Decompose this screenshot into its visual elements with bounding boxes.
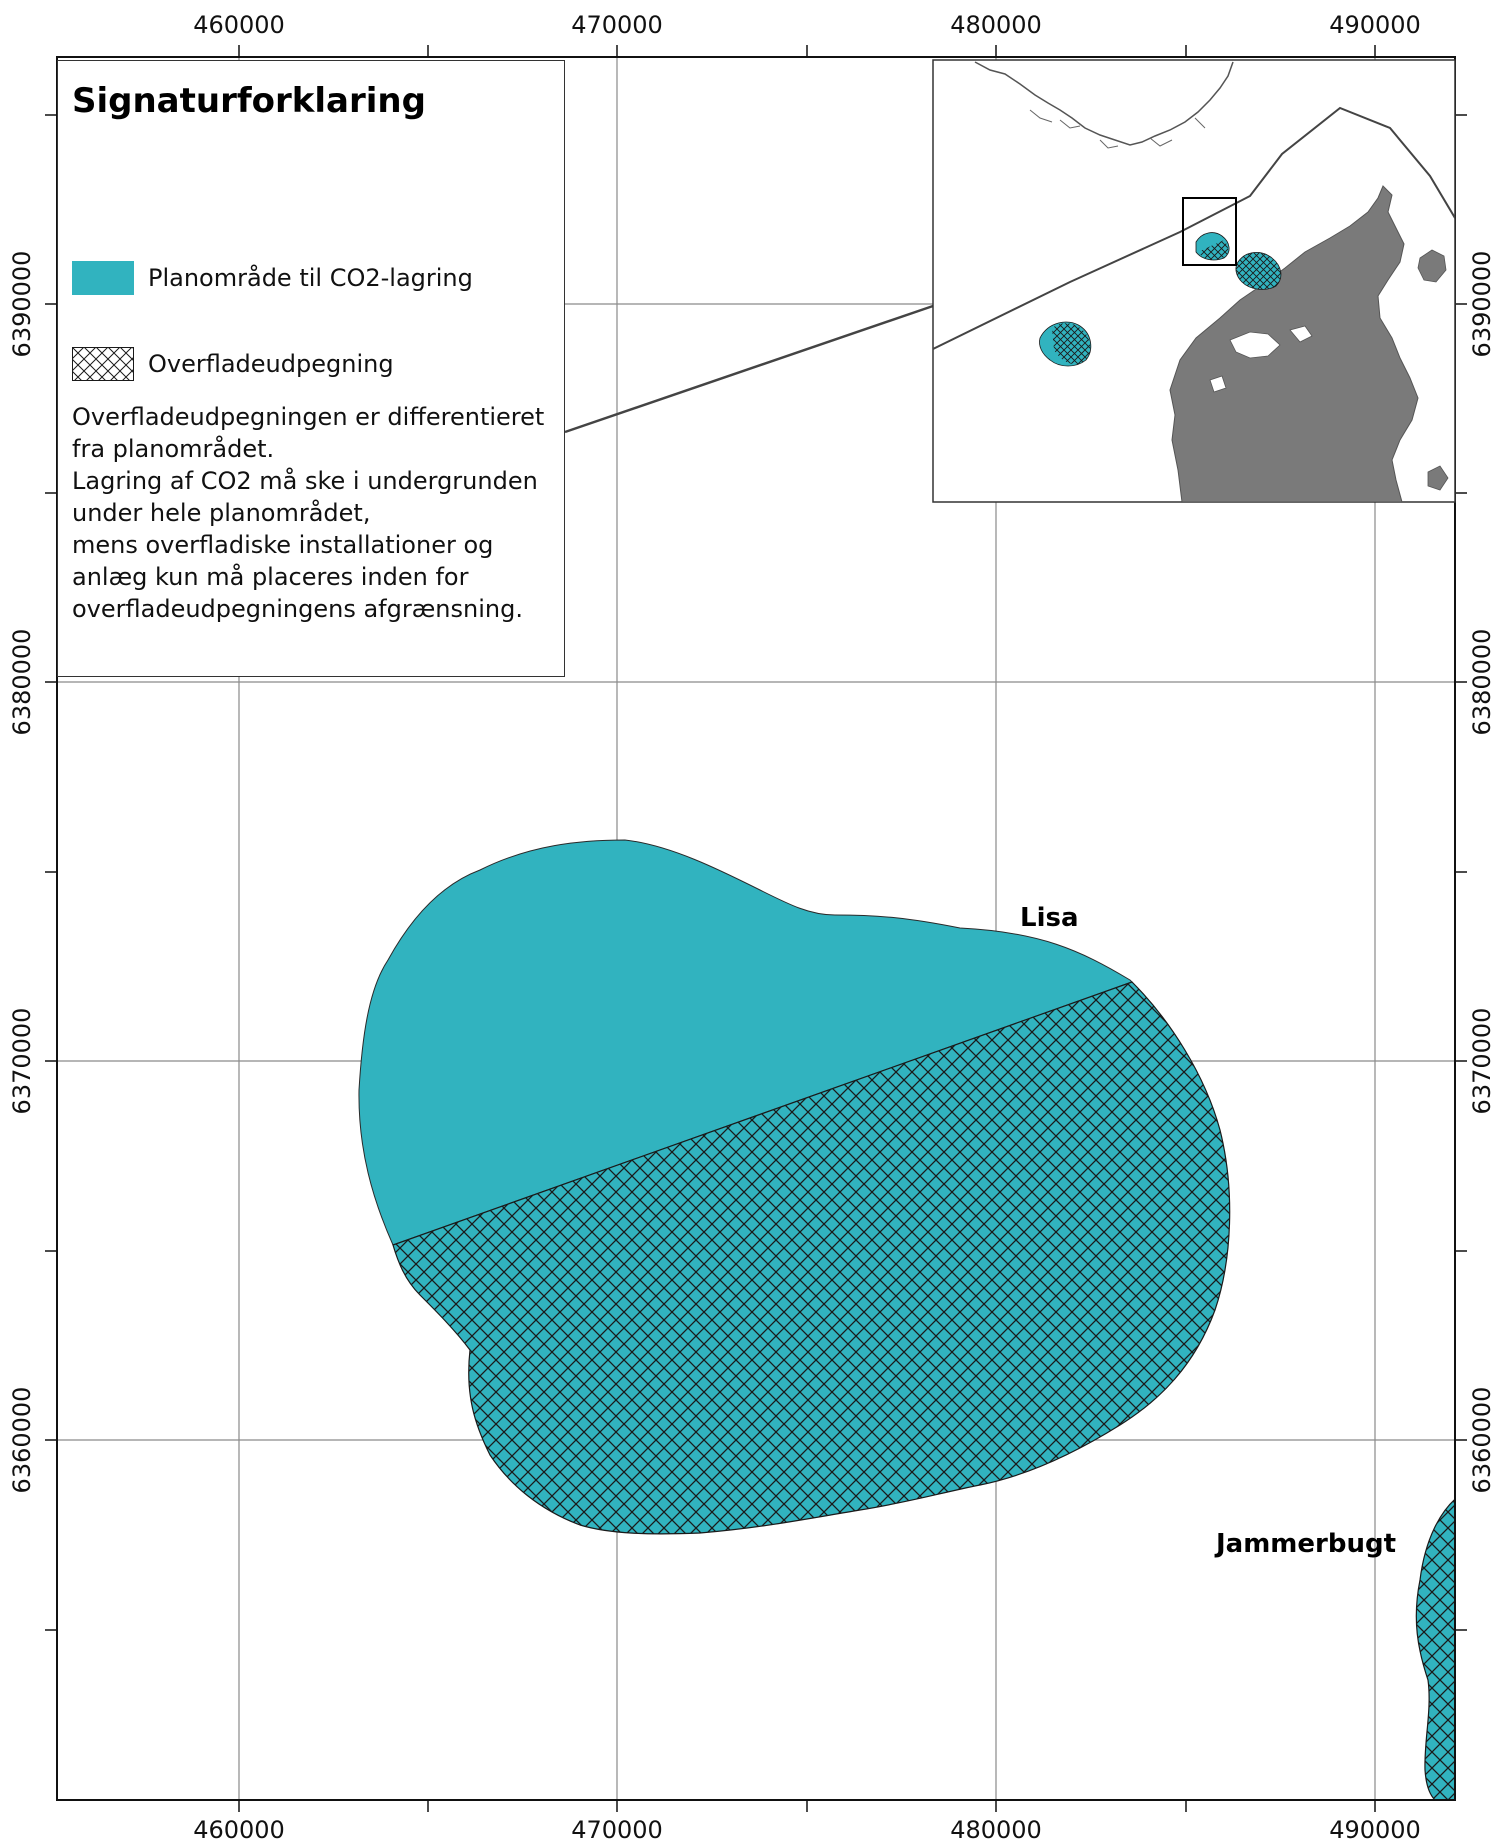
- x-tick-top-480000: 480000: [950, 11, 1042, 39]
- legend-swatch-plan-area: [72, 261, 134, 295]
- y-tick-right-6380000: 6380000: [1468, 629, 1496, 736]
- inset-boundary-line: [933, 106, 1455, 350]
- x-tick-top-470000: 470000: [571, 11, 663, 39]
- jammerbugt-plan-area[interactable]: [1415, 1495, 1460, 1800]
- place-label-jammerbugt: Jammerbugt: [1214, 1529, 1396, 1559]
- inset-coastline-north: [974, 61, 1234, 146]
- y-tick-left-6380000: 6380000: [8, 629, 36, 736]
- lisa-plan-area-fill[interactable]: [358, 839, 1133, 1246]
- x-tick-top-460000: 460000: [193, 11, 285, 39]
- legend-item-plan-area: Planområde til CO2-lagring: [72, 261, 473, 295]
- place-label-lisa: Lisa: [1020, 903, 1079, 933]
- lisa-plan-area[interactable]: [358, 839, 1231, 1535]
- y-tick-left-6360000: 6360000: [8, 1387, 36, 1494]
- y-tick-right-6390000: 6390000: [1468, 251, 1496, 358]
- legend-swatch-surface-designation: [72, 347, 134, 381]
- legend-label-surface-designation: Overfladeudpegning: [148, 350, 394, 378]
- legend-panel: Signaturforklaring Planområde til CO2-la…: [57, 60, 565, 677]
- x-tick-bottom-480000: 480000: [950, 1816, 1042, 1844]
- frame-ticks: [45, 45, 1467, 1812]
- inset-connector-line: [564, 304, 934, 434]
- legend-item-surface-designation: Overfladeudpegning: [72, 347, 394, 381]
- x-tick-bottom-460000: 460000: [193, 1816, 285, 1844]
- x-tick-top-490000: 490000: [1329, 11, 1421, 39]
- y-tick-left-6390000: 6390000: [8, 251, 36, 358]
- y-tick-left-6370000: 6370000: [8, 1008, 36, 1115]
- y-tick-right-6360000: 6360000: [1468, 1387, 1496, 1494]
- y-tick-right-6370000: 6370000: [1468, 1008, 1496, 1115]
- overview-inset-map[interactable]: [932, 59, 1456, 503]
- legend-note-line: fra planområdet.: [72, 435, 275, 463]
- legend-note-line: under hele planområdet,: [72, 499, 371, 527]
- legend-note-line: overfladeudpegningens afgrænsning.: [72, 595, 523, 623]
- legend-note-line: Overfladeudpegningen er differentieret: [72, 403, 545, 431]
- legend-note: Overfladeudpegningen er differentieret f…: [72, 401, 552, 625]
- inset-locator-box: [1182, 197, 1237, 266]
- legend-note-line: Lagring af CO2 må ske i undergrunden: [72, 467, 538, 495]
- legend-note-line: anlæg kun må placeres inden for: [72, 563, 469, 591]
- legend-title: Signaturforklaring: [72, 81, 426, 121]
- legend-note-line: mens overfladiske installationer og: [72, 531, 494, 559]
- x-tick-bottom-490000: 490000: [1329, 1816, 1421, 1844]
- x-tick-bottom-470000: 470000: [571, 1816, 663, 1844]
- legend-label-plan-area: Planområde til CO2-lagring: [148, 264, 473, 292]
- inset-land-denmark: [1169, 185, 1419, 502]
